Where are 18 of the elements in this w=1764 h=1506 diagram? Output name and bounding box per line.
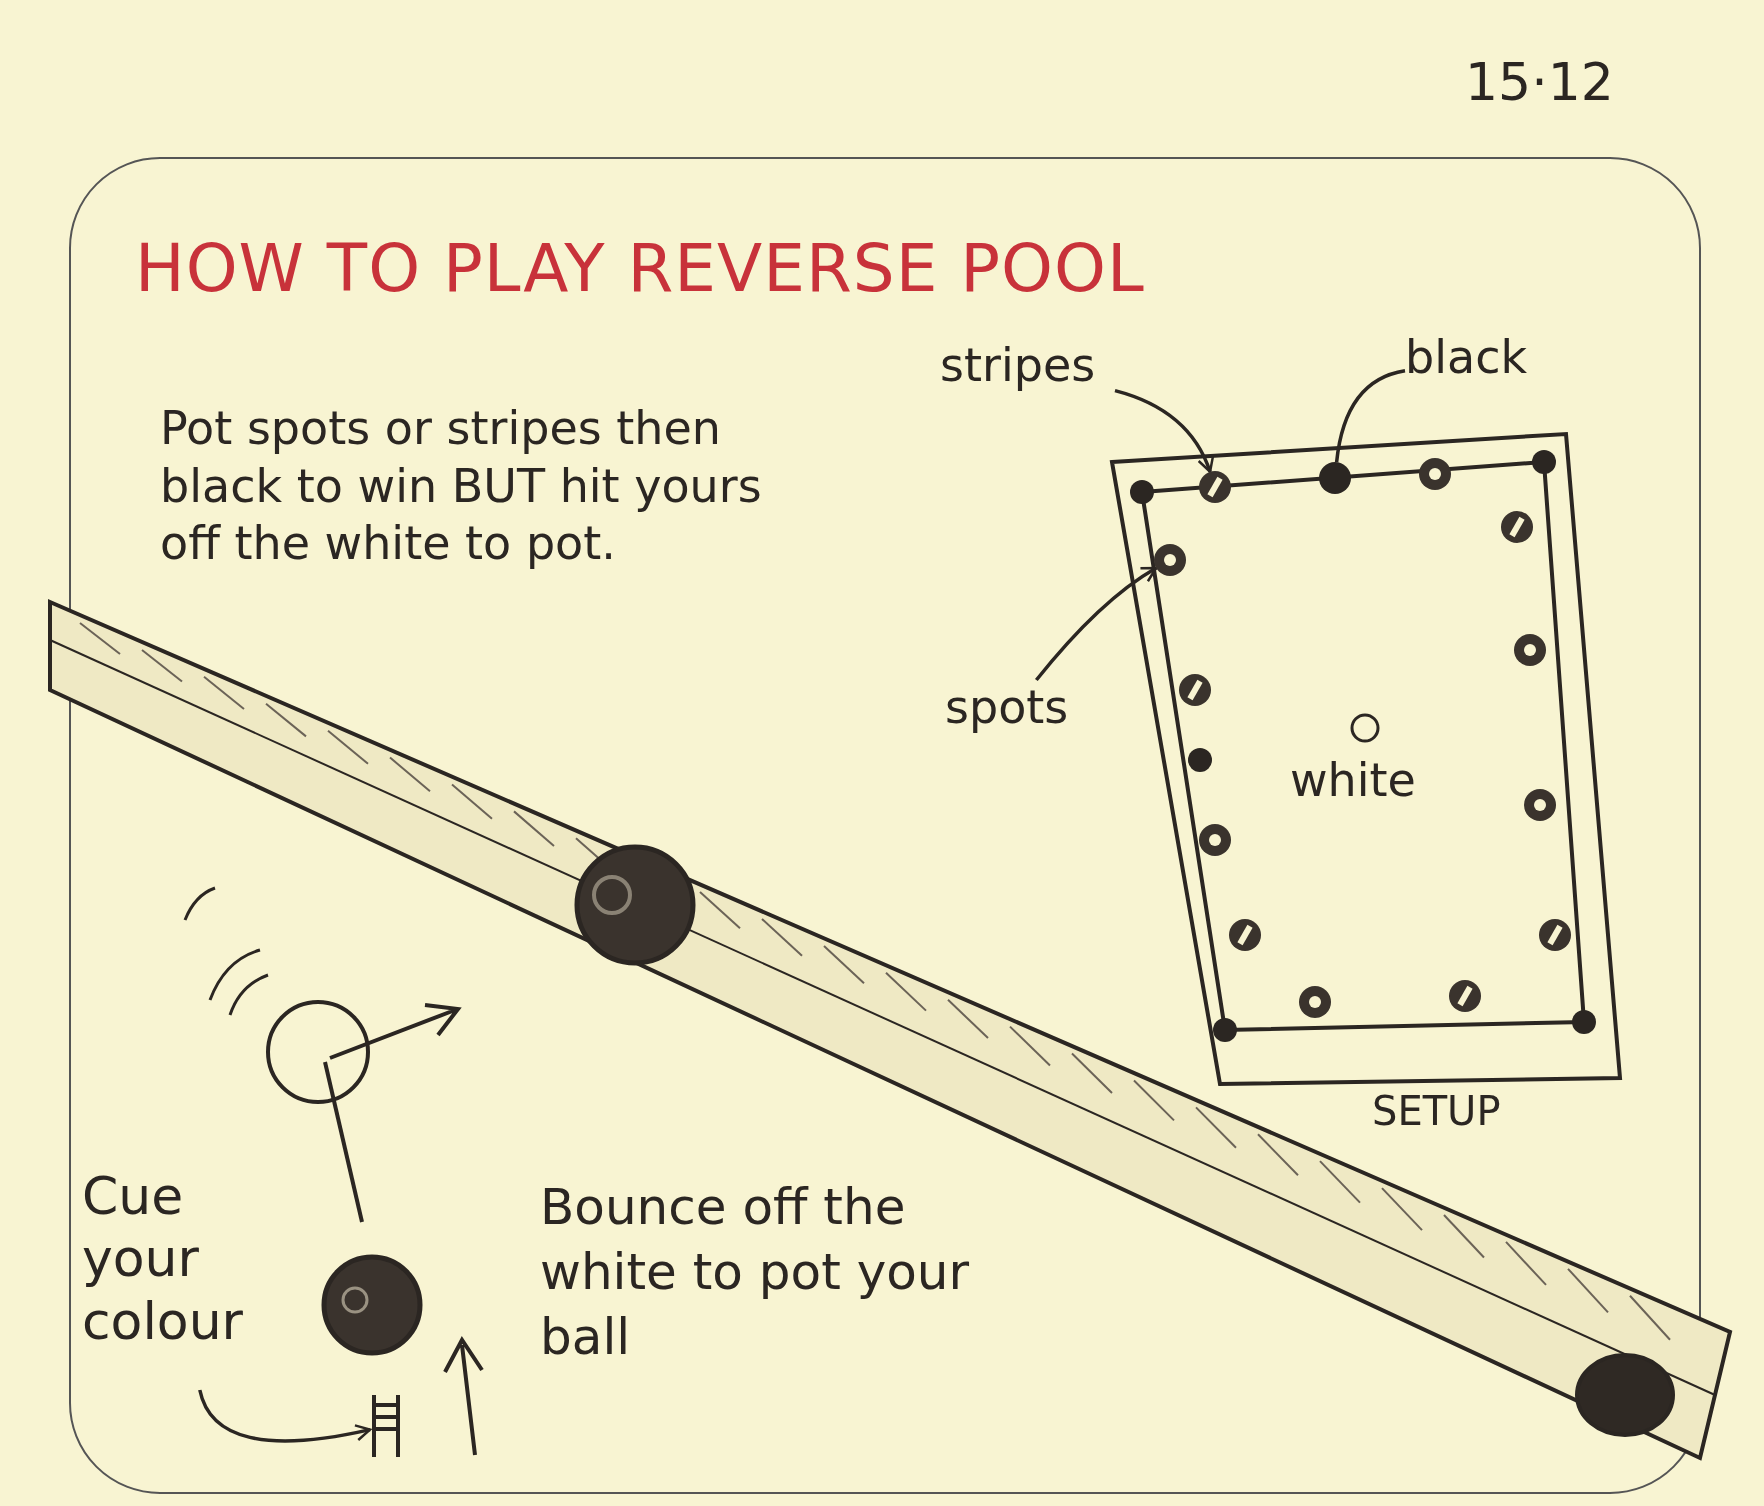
- eight-ball: [1319, 462, 1351, 494]
- leader-line: [1035, 566, 1158, 682]
- instruction-note: Bounce off the white to pot your ball: [540, 1177, 971, 1368]
- leader-label: black: [1405, 330, 1545, 390]
- instruction-note: Pot spots or stripes then black to win BUT hit yours off the white to pot.: [160, 400, 763, 572]
- leader-line: [198, 1389, 372, 1443]
- cue-tip: [370, 1395, 402, 1457]
- table-caption: SETUP: [1372, 1087, 1501, 1136]
- leader-line: [1114, 388, 1214, 474]
- leader-label: stripes: [940, 338, 1115, 398]
- leader-label: Cue your colour: [82, 1165, 272, 1390]
- spotted-ball: [1154, 544, 1186, 576]
- leader-line: [1334, 369, 1406, 463]
- striped-ball: [1199, 471, 1231, 503]
- leader-label: spots: [945, 680, 1080, 740]
- ball-label: white: [1290, 752, 1416, 809]
- title: HOW TO PLAY REVERSE POOL: [135, 229, 1145, 309]
- date-note: 15·12: [1465, 51, 1614, 114]
